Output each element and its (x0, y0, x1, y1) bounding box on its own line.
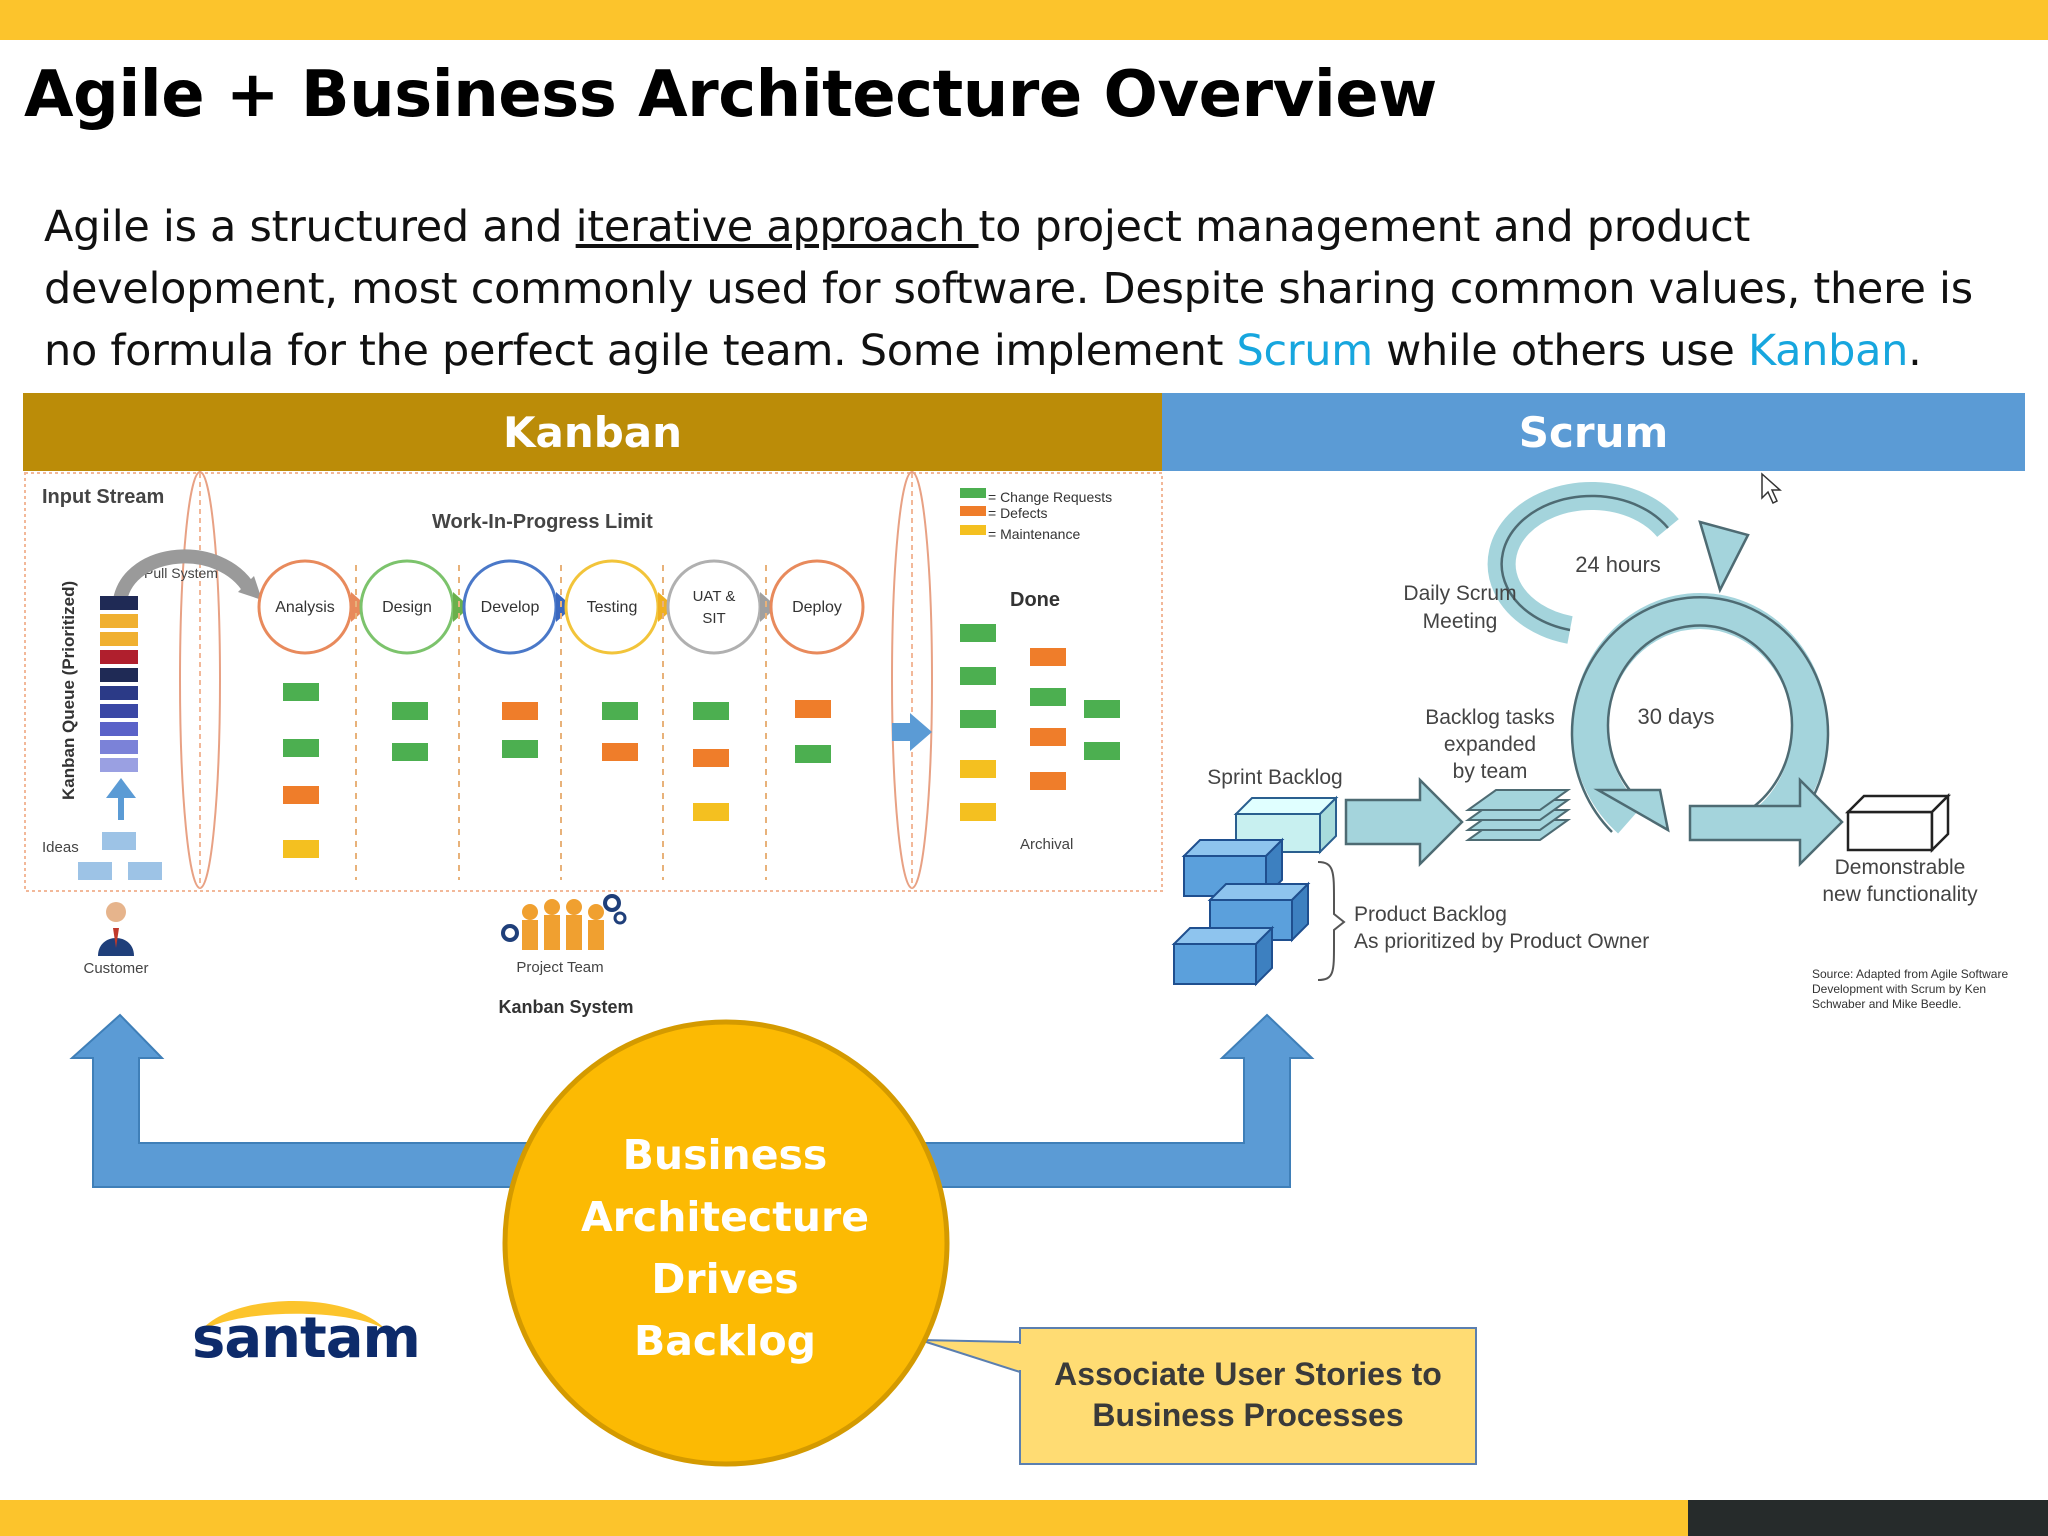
ideas-up-arrow (106, 778, 136, 820)
wip-limit-label: Work-In-Progress Limit (432, 511, 653, 533)
product-backlog-stack (1171, 837, 1311, 987)
stage-develop: Develop (462, 559, 573, 655)
svg-text:Meeting: Meeting (1423, 610, 1498, 633)
stage-design: Design (359, 559, 470, 655)
intro-paragraph: Agile is a structured and iterative appr… (44, 196, 2034, 382)
mouse-cursor-icon (1761, 472, 1782, 505)
work-cards (283, 683, 831, 858)
intro-text-4: . (1908, 326, 1922, 376)
kanban-queue-stack (100, 596, 138, 772)
iterative-approach-text: iterative approach (575, 202, 979, 252)
stage-deploy: Deploy (769, 559, 865, 655)
svg-text:Daily Scrum: Daily Scrum (1403, 582, 1516, 605)
svg-text:Develop: Develop (481, 599, 540, 616)
svg-text:new functionality: new functionality (1822, 883, 1978, 906)
project-team-icon (501, 894, 627, 950)
kanban-system-label: Kanban System (498, 997, 633, 1017)
svg-text:expanded: expanded (1444, 733, 1536, 756)
to-done-arrow (892, 713, 932, 751)
kanban-legend: = Change Requests = Defects = Maintenanc… (960, 488, 1112, 542)
svg-text:= Defects: = Defects (988, 505, 1048, 521)
sprint-backlog-cube (1233, 795, 1339, 855)
kanban-header: Kanban (23, 393, 1162, 471)
stage-analysis: Analysis (257, 559, 368, 655)
kanban-queue-label: Kanban Queue (Prioritized) (59, 581, 78, 800)
svg-text:Backlog tasks: Backlog tasks (1425, 706, 1555, 729)
sprint-to-tasks-arrow (1344, 776, 1464, 868)
svg-text:Demonstrable: Demonstrable (1835, 856, 1966, 879)
scrum-header: Scrum (1162, 393, 2025, 471)
customer-icon (98, 902, 134, 956)
svg-text:UAT &: UAT & (693, 588, 736, 605)
demonstrable-cube (1844, 792, 1952, 854)
kanban-system-frame (24, 472, 1163, 892)
santam-logo: santam (192, 1306, 421, 1371)
svg-text:Development with Scrum by Ken: Development with Scrum by Ken (1812, 982, 1986, 996)
daily-loop-arrowhead (1698, 520, 1750, 594)
business-architecture-text: Business Architecture Drives Backlog (580, 1131, 870, 1365)
product-backlog-brace (1317, 861, 1346, 981)
days-label: 30 days (1637, 704, 1714, 729)
done-cards (960, 624, 1120, 821)
ideas-label: Ideas (42, 839, 79, 856)
up-arrows-connector (69, 1013, 1315, 1188)
hours-label: 24 hours (1575, 552, 1661, 577)
callout-text: Associate User Stories to Business Proce… (1054, 1356, 1442, 1433)
stage-uat-sit: UAT & SIT (666, 559, 777, 655)
santam-logo-mark (200, 1300, 386, 1332)
task-stack (1464, 789, 1572, 841)
svg-text:As prioritized by Product Owne: As prioritized by Product Owner (1354, 930, 1649, 953)
svg-text:SIT: SIT (702, 610, 725, 627)
archival-label: Archival (1020, 836, 1073, 853)
kanban-link[interactable]: Kanban (1747, 326, 1909, 376)
pull-system-arrow (113, 549, 256, 602)
svg-text:Design: Design (382, 599, 432, 616)
sprint-backlog-label: Sprint Backlog (1207, 766, 1342, 789)
project-team-label: Project Team (516, 959, 603, 976)
business-architecture-circle (502, 1019, 950, 1467)
business-architecture-connector (69, 1013, 1315, 1188)
pull-system-label: Pull System (144, 565, 218, 581)
svg-text:Schwaber and Mike Beedle.: Schwaber and Mike Beedle. (1812, 997, 1961, 1011)
svg-text:Testing: Testing (587, 599, 638, 616)
svg-text:Source: Adapted from Agile Sof: Source: Adapted from Agile Software (1812, 967, 2008, 981)
top-accent-bar (0, 0, 2048, 40)
svg-text:Product Backlog: Product Backlog (1354, 903, 1507, 926)
kanban-system-diagram: Input Stream Work-In-Progress Limit Pull… (24, 471, 1163, 1017)
svg-text:Deploy: Deploy (792, 599, 842, 616)
bottom-accent-bar (0, 1500, 1688, 1536)
scrum-link[interactable]: Scrum (1236, 326, 1374, 376)
intro-text-2: to project management and product develo… (44, 202, 1973, 376)
callout-box (919, 1327, 1477, 1465)
svg-text:by team: by team (1453, 760, 1528, 783)
slide-title: Agile + Business Architecture Overview (24, 58, 1437, 132)
intro-text-3: while others use (1372, 326, 1748, 376)
sprint-to-output-arrow (1688, 776, 1844, 868)
bottom-dark-block (1688, 1500, 2048, 1536)
input-stream-label: Input Stream (42, 486, 164, 508)
intro-text-1: Agile is a structured and (44, 202, 576, 252)
svg-text:Analysis: Analysis (275, 599, 335, 616)
customer-label: Customer (83, 960, 148, 977)
svg-text:= Maintenance: = Maintenance (988, 526, 1080, 542)
done-label: Done (1010, 589, 1060, 611)
svg-text:= Change Requests: = Change Requests (988, 489, 1112, 505)
stage-testing: Testing (564, 559, 675, 655)
scrum-diagram: 24 hours Daily Scrum Meeting 30 days Bac… (1171, 472, 2008, 1011)
sprint-loop (1572, 592, 1828, 834)
